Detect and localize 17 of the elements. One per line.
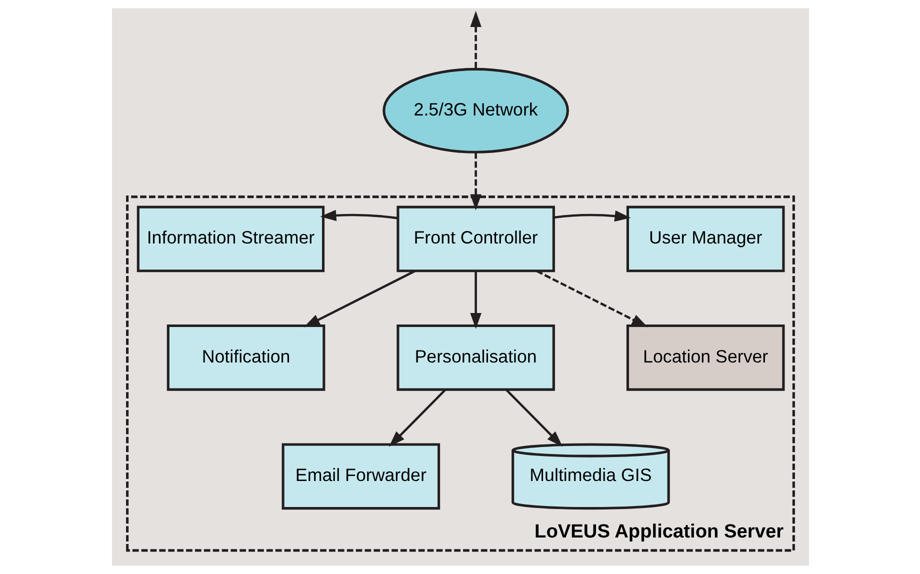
node-box: Notification [166, 324, 325, 391]
node-box: Information Streamer [136, 206, 324, 272]
node-ellipse: 2.5/3G Network [382, 68, 568, 154]
arrow [553, 210, 630, 222]
arrow [303, 270, 415, 328]
arrow [536, 270, 648, 328]
arrow [470, 271, 481, 330]
arrow [470, 152, 481, 210]
arrow [505, 389, 562, 447]
arrow [320, 210, 398, 222]
node-box: Personalisation [396, 324, 554, 391]
arrow [470, 10, 481, 69]
arrow [388, 389, 446, 447]
node-box: Email Forwarder [281, 443, 440, 510]
node-box: User Manager [626, 206, 784, 272]
node-box: Location Server [626, 324, 784, 391]
node-box: Front Controller [396, 206, 554, 272]
